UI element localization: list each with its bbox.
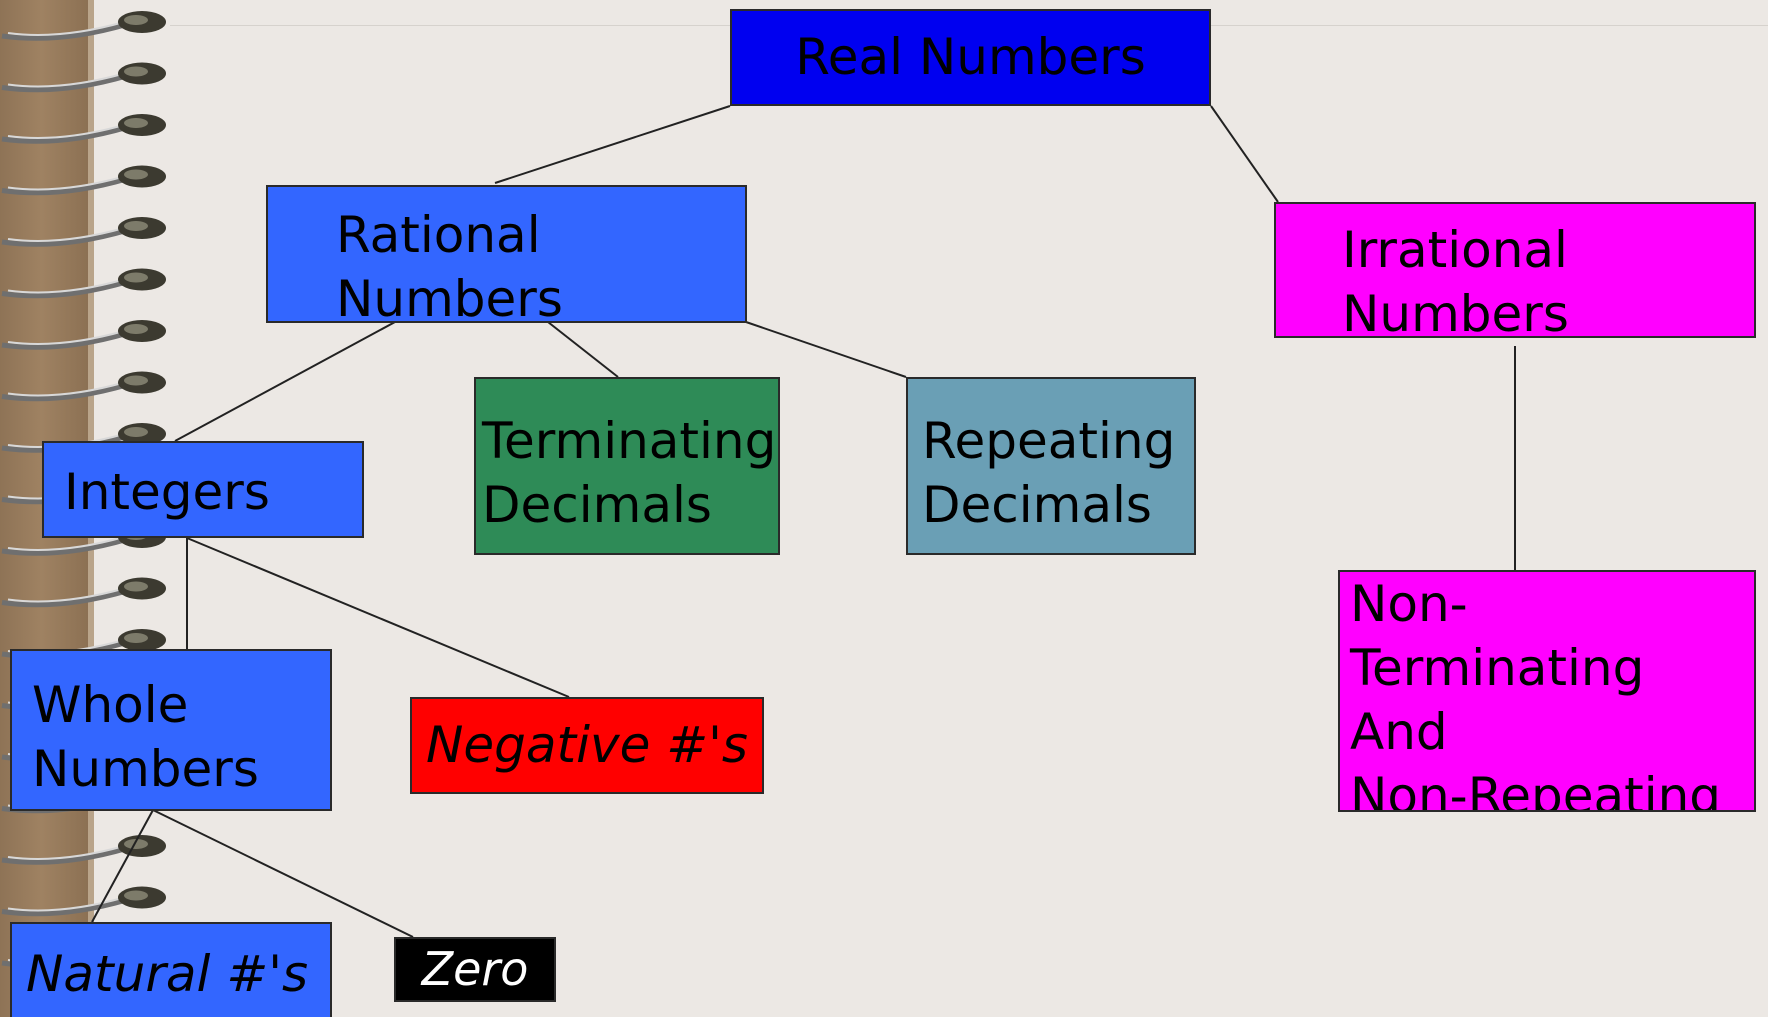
node-repeating-decimals: Repeating Decimals	[906, 377, 1196, 555]
spiral-coil	[1, 577, 166, 608]
connector-whole-natural	[91, 809, 154, 923]
coil-highlight	[7, 896, 125, 912]
coil-wire	[1, 330, 129, 350]
node-zero: Zero	[394, 937, 556, 1002]
coil-highlight	[7, 330, 125, 345]
coil-highlight	[7, 72, 125, 88]
node-non-terminating: Non-Terminating And Non-Repeating Decima…	[1338, 570, 1756, 812]
coil-hole-shade	[124, 169, 148, 180]
coil-highlight	[7, 227, 125, 242]
coil-wire	[1, 21, 129, 41]
coil-highlight	[7, 175, 125, 191]
label-irrational-numbers: Irrational Numbers	[1342, 221, 1569, 343]
coil-hole-shade	[124, 272, 148, 283]
node-real-numbers: Real Numbers	[730, 9, 1211, 106]
spiral-coil	[1, 886, 166, 917]
coil-hole-shade	[124, 324, 148, 334]
coil-wire	[1, 845, 129, 865]
spiral-coil	[1, 371, 166, 402]
label-terminating-decimals: Terminating Decimals	[482, 412, 777, 534]
spiral-coil	[1, 165, 166, 196]
coil-highlight	[7, 124, 125, 139]
connector-rational-repeating	[745, 321, 907, 378]
coil-wire	[1, 124, 129, 144]
label-natural-numbers: Natural #'s	[26, 945, 309, 1003]
coil-hole-shade	[124, 221, 148, 231]
connector-real-irrational	[1210, 105, 1279, 203]
node-whole-numbers: Whole Numbers	[10, 649, 332, 811]
coil-hole-shade	[124, 890, 148, 901]
label-integers: Integers	[64, 463, 270, 521]
label-negative-numbers: Negative #'s	[426, 716, 748, 774]
coil-hole-shade	[124, 375, 148, 386]
spiral-coil	[1, 217, 166, 247]
connector-real-rational	[494, 105, 731, 184]
label-non-terminating: Non-Terminating And Non-Repeating Decima…	[1350, 575, 1722, 812]
label-rational-numbers: Rational Numbers	[336, 206, 563, 328]
node-rational-numbers: Rational Numbers	[266, 185, 747, 328]
node-natural-numbers: Natural #'s	[10, 922, 332, 1017]
coil-hole-shade	[124, 427, 148, 437]
coil-highlight	[7, 536, 125, 551]
coil-wire	[1, 897, 129, 917]
coil-wire	[1, 176, 129, 196]
coil-wire	[1, 382, 129, 402]
coil-wire	[1, 227, 129, 247]
node-negative-numbers: Negative #'s	[410, 697, 764, 794]
coil-hole-shade	[124, 66, 148, 77]
connector-integers-negative	[186, 537, 570, 698]
coil-wire	[1, 73, 129, 93]
spiral-coil	[1, 268, 166, 299]
coil-highlight	[7, 278, 125, 294]
coil-highlight	[7, 845, 125, 860]
coil-highlight	[7, 21, 125, 36]
coil-highlight	[7, 587, 125, 603]
coil-hole-shade	[124, 581, 148, 592]
coil-hole-shade	[124, 118, 148, 128]
spiral-coil	[1, 114, 166, 144]
label-repeating-decimals: Repeating Decimals	[922, 412, 1176, 534]
spiral-coil	[1, 320, 166, 350]
label-real-numbers: Real Numbers	[795, 28, 1146, 86]
connector-whole-zero	[152, 809, 414, 938]
spiral-coil	[1, 62, 166, 93]
connector-rational-terminating	[547, 321, 619, 378]
coil-wire	[1, 279, 129, 299]
node-irrational-numbers: Irrational Numbers	[1274, 202, 1756, 343]
coil-hole-shade	[124, 839, 148, 849]
label-whole-numbers: Whole Numbers	[32, 676, 259, 798]
coil-wire	[1, 536, 129, 556]
node-integers: Integers	[42, 441, 364, 538]
node-terminating-decimals: Terminating Decimals	[474, 377, 780, 555]
label-zero: Zero	[421, 942, 529, 996]
coil-hole-shade	[124, 15, 148, 25]
connector-rational-integers	[174, 321, 396, 442]
spiral-coil	[1, 11, 166, 41]
coil-wire	[1, 588, 129, 608]
coil-highlight	[7, 381, 125, 397]
coil-hole-shade	[124, 633, 148, 643]
